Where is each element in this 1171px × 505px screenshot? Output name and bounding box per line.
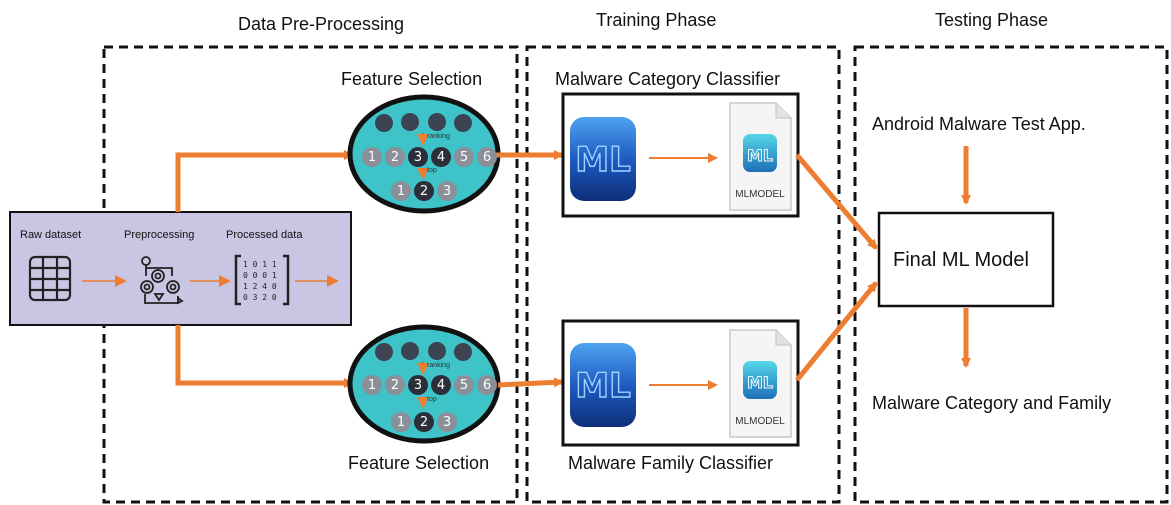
- ranking-label-bottom: ranking: [427, 362, 450, 369]
- testing-phase-box: [853, 45, 1169, 504]
- test-app-label: Android Malware Test App.: [872, 114, 1086, 134]
- gears-icon: [140, 256, 184, 305]
- ml-app-icon: ML: [570, 343, 636, 427]
- feature-number-badge: 4: [431, 375, 451, 395]
- final-ml-model-label: Final ML Model: [893, 249, 1029, 271]
- ml-app-icon: ML: [570, 117, 636, 201]
- top-label-top: top: [427, 167, 437, 174]
- final-ml-model-box: [877, 211, 1055, 308]
- phase-title-preprocessing: Data Pre-Processing: [238, 14, 405, 34]
- training-phase-box: [525, 45, 841, 504]
- feature-selection-bottom-label: Feature Selection: [348, 453, 490, 473]
- selected-feature-badge: 2: [414, 412, 434, 432]
- arrow-fs-to-family: [497, 377, 564, 388]
- feature-number-badge: 4: [431, 147, 451, 167]
- matrix-row: 0 3 2 0: [243, 293, 277, 302]
- mlmodel-icon-text: ML: [747, 373, 773, 392]
- feature-number-badge: 3: [408, 375, 428, 395]
- mlmodel-caption: MLMODEL: [735, 189, 785, 200]
- selected-feature-badge: 2: [414, 181, 434, 201]
- arrow-family-to-final: [795, 281, 878, 382]
- processed-data-label: Processed data: [226, 229, 303, 241]
- feature-number-badge: 5: [454, 375, 474, 395]
- feature-number-badge: 2: [385, 147, 405, 167]
- mlmodel-caption: MLMODEL: [735, 416, 785, 427]
- output-label: Malware Category and Family: [872, 393, 1112, 413]
- arrow-to-feature-selection-bottom: [175, 325, 354, 388]
- feature-number-badge: 1: [362, 147, 382, 167]
- arrow-to-feature-selection-top: [175, 150, 354, 212]
- matrix-row: 0 0 0 1: [243, 271, 277, 280]
- selected-feature-badge: 1: [391, 181, 411, 201]
- selected-feature-badge: 1: [391, 412, 411, 432]
- feature-selection-top-label: Feature Selection: [341, 69, 483, 89]
- top-label-bottom: top: [427, 396, 437, 403]
- processed-matrix: 1 0 1 1 0 0 0 1 1 2 4 0 0 3 2 0: [243, 259, 277, 303]
- mlmodel-icon-text: ML: [747, 146, 773, 165]
- feature-number-badge: 5: [454, 147, 474, 167]
- feature-number-badge: 3: [408, 147, 428, 167]
- table-icon: [28, 255, 72, 302]
- ml-app-text: ML: [575, 366, 631, 406]
- selected-feature-badge: 3: [437, 412, 457, 432]
- matrix-row: 1 2 4 0: [243, 282, 277, 291]
- selected-feature-badge: 3: [437, 181, 457, 201]
- arrow-category-to-final: [795, 153, 878, 250]
- feature-number-badge: 2: [385, 375, 405, 395]
- raw-dataset-label: Raw dataset: [20, 229, 82, 241]
- category-classifier-title: Malware Category Classifier: [555, 69, 781, 89]
- feature-number-badge: 6: [477, 375, 497, 395]
- family-classifier-title: Malware Family Classifier: [568, 453, 774, 473]
- preprocessing-label: Preprocessing: [124, 229, 195, 241]
- mlmodel-file-icon: ML: [729, 329, 792, 438]
- phase-title-training: Training Phase: [596, 10, 717, 30]
- mlmodel-file-icon: ML: [729, 102, 792, 211]
- ml-app-text: ML: [575, 140, 631, 180]
- ranking-label-top: ranking: [427, 133, 450, 140]
- matrix-icon: [234, 254, 290, 306]
- phase-title-testing: Testing Phase: [935, 10, 1049, 30]
- feature-number-badge: 6: [477, 147, 497, 167]
- matrix-row: 1 0 1 1: [243, 260, 277, 269]
- raw-data-panel: [9, 211, 352, 326]
- feature-number-badge: 1: [362, 375, 382, 395]
